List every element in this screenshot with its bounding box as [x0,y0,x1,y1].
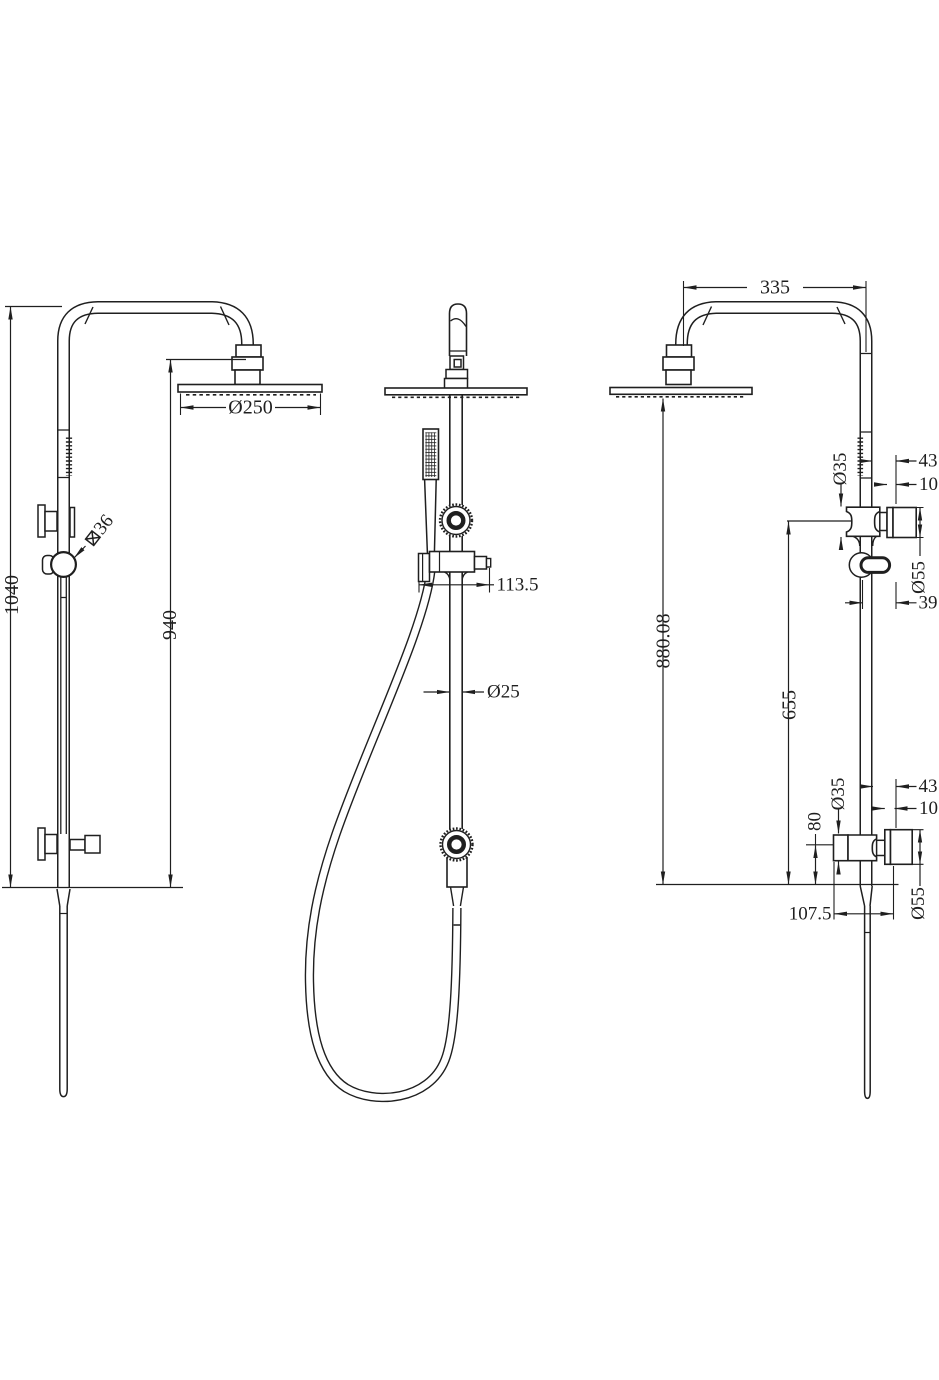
dimensions-front [418,568,494,695]
lower-tee-body [847,834,878,862]
dim-head-diameter: Ø250 [228,397,272,419]
dim-holder-depth: 39 [919,592,938,613]
handshower-spray-grid [425,432,437,477]
dim-rail-diameter: Ø25 [487,682,520,703]
view-side-left: 1040 940 Ø250 ⊠36 [1,301,323,1098]
upper-tee-body [845,506,881,538]
dim-upper-body-diameter: Ø35 [830,453,851,486]
holder-oval-side [859,556,892,574]
head-connector [231,344,264,386]
hose-tail [59,906,68,1098]
handshower-handle-lines [60,577,67,834]
arm-head-on [448,303,468,356]
dim-lower-offset: 43 [919,776,938,797]
shower-head-plate-front [384,387,528,396]
hose-tail-right [863,906,871,1100]
view-side-right: 335 880.08 655 Ø35 43 10 Ø55 39 Ø35 80 4… [609,277,938,1100]
arm-joint-ticks-right [702,306,846,326]
dim-diverter-knob: ⊠36 [80,511,118,551]
dim-outlet-spacing: 655 [779,690,801,720]
dim-upper-knob-diameter: Ø55 [909,561,930,594]
dim-lower-plate-thickness: 10 [919,798,938,819]
arm-joint-ticks [84,306,230,326]
upper-neck [879,511,888,532]
rail-outlet [446,857,468,888]
dim-total-height: 1040 [1,575,23,615]
handshower-holder [417,550,492,583]
dim-upper-offset: 43 [919,451,938,472]
dim-total-depth: 107.5 [789,903,832,924]
handshower-handle [423,479,437,554]
upper-wall-bracket [37,504,76,538]
lower-wall-plate [832,834,849,862]
lower-neck [875,839,886,857]
view-front: 113.5 Ø25 [304,303,539,1103]
dim-upper-plate-thickness: 10 [919,474,938,495]
upper-knob [892,506,918,539]
upper-knob-plate [886,506,894,539]
dim-lower-knob-diameter: Ø55 [908,887,929,920]
lower-wall-bracket [37,827,101,861]
dim-rail-to-head: 940 [159,610,181,640]
hose-loop [304,570,462,1103]
lower-ring-bracket [439,827,474,862]
diverter-knob [49,550,77,578]
head-connector-front [443,355,469,390]
upper-ring-bracket [438,503,474,538]
rail-pipe [449,394,463,858]
lower-knob [889,828,914,866]
dim-lower-body-diameter: Ø35 [828,778,849,811]
dim-arm-reach: 335 [760,277,790,299]
dim-holder-reach: 113.5 [497,574,539,595]
shower-head-plate-right [609,386,753,396]
shower-head-plate [177,383,323,393]
dim-bottom-offset: 80 [805,812,826,831]
dim-head-clearance: 880.08 [653,614,675,669]
dimensions-right [656,281,924,920]
dimensions-left [2,305,322,889]
head-connector-right [662,344,695,386]
lower-knob-plate [883,828,892,866]
